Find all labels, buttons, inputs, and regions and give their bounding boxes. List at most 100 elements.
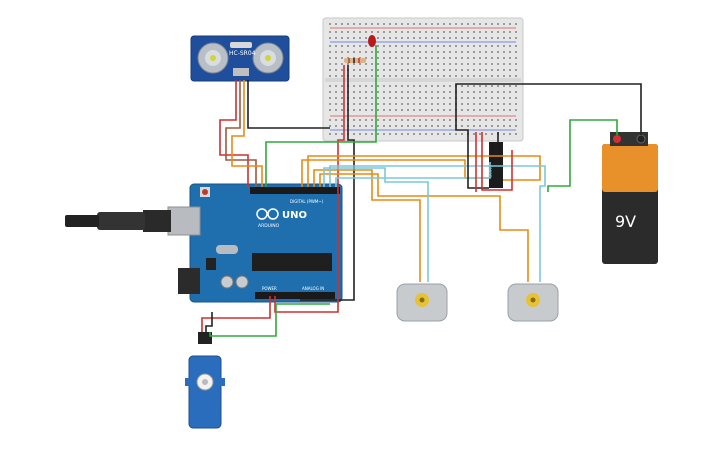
breadboard-hole (335, 103, 337, 105)
servo-motor[interactable] (185, 332, 225, 429)
breadboard-hole (497, 51, 499, 53)
breadboard-hole (329, 91, 331, 93)
breadboard-hole (383, 103, 385, 105)
breadboard-hole (503, 109, 505, 111)
wire-battery-negative[interactable] (455, 83, 642, 189)
breadboard-hole (497, 109, 499, 111)
servo-horn-center (202, 379, 208, 385)
breadboard-hole (473, 85, 475, 87)
breadboard-hole (371, 51, 373, 53)
wire-led[interactable] (265, 45, 377, 187)
breadboard-hole (359, 37, 361, 39)
breadboard-hole (449, 31, 451, 33)
dc-motor-left[interactable] (396, 283, 448, 322)
breadboard-hole (485, 31, 487, 33)
breadboard-hole (497, 31, 499, 33)
breadboard-hole (491, 109, 493, 111)
breadboard-hole (365, 63, 367, 65)
led[interactable] (368, 35, 376, 47)
breadboard-hole (497, 125, 499, 127)
breadboard-hole (455, 45, 457, 47)
usb-cable[interactable] (65, 210, 171, 232)
breadboard-hole (359, 63, 361, 65)
breadboard-hole (461, 57, 463, 59)
breadboard-hole (485, 37, 487, 39)
breadboard-hole (347, 63, 349, 65)
breadboard-hole (395, 57, 397, 59)
breadboard-hole (491, 45, 493, 47)
breadboard-hole (491, 69, 493, 71)
breadboard-hole (419, 91, 421, 93)
wire-driver-en[interactable] (335, 162, 491, 187)
wire-servo-power[interactable] (201, 296, 271, 332)
breadboard-hole (413, 69, 415, 71)
wire-sensor-trig[interactable] (225, 80, 257, 187)
breadboard-hole (497, 37, 499, 39)
breadboard-hole (485, 23, 487, 25)
breadboard-hole (329, 85, 331, 87)
battery-9v[interactable]: 9V (602, 132, 658, 264)
breadboard-hole (473, 75, 475, 77)
breadboard[interactable] (322, 17, 524, 142)
wire-motor-right-b[interactable] (329, 165, 546, 282)
wire-motor-left-b[interactable] (323, 167, 429, 282)
breadboard-hole (509, 69, 511, 71)
breadboard-hole (455, 133, 457, 135)
breadboard-hole (491, 103, 493, 105)
breadboard-hole (377, 31, 379, 33)
breadboard-hole (473, 51, 475, 53)
breadboard-hole (425, 51, 427, 53)
breadboard-hole (425, 75, 427, 77)
wire-sensor-gnd[interactable] (247, 80, 330, 129)
breadboard-hole (413, 97, 415, 99)
wire-motor-left-a[interactable] (313, 169, 421, 282)
breadboard-hole (413, 119, 415, 121)
breadboard-hole (377, 23, 379, 25)
breadboard-hole (467, 85, 469, 87)
resistor[interactable] (344, 58, 366, 63)
breadboard-hole (425, 125, 427, 127)
breadboard-hole (485, 97, 487, 99)
breadboard-hole (407, 125, 409, 127)
wire-battery-positive[interactable] (547, 119, 618, 192)
breadboard-hole (335, 109, 337, 111)
dc-motor-right[interactable] (507, 283, 559, 322)
digital-pin-label: DIGITAL (PWM~) (290, 199, 324, 204)
ultrasonic-sensor[interactable]: HC-SR04 (190, 35, 290, 82)
breadboard-hole (467, 103, 469, 105)
breadboard-hole (503, 63, 505, 65)
driver-chip (489, 142, 503, 188)
arduino-uno[interactable]: UNO ARDUINO DIGITAL (PWM~) POWER ANALOG … (167, 183, 343, 303)
wire-bb-gnd[interactable] (300, 65, 355, 301)
breadboard-hole (515, 69, 517, 71)
breadboard-hole (365, 45, 367, 47)
breadboard-hole (497, 91, 499, 93)
breadboard-hole (479, 23, 481, 25)
breadboard-hole (461, 45, 463, 47)
breadboard-hole (353, 119, 355, 121)
breadboard-hole (461, 37, 463, 39)
breadboard-hole (329, 63, 331, 65)
wire-driver-vcc[interactable] (481, 132, 513, 191)
breadboard-hole (383, 91, 385, 93)
breadboard-hole (377, 119, 379, 121)
breadboard-hole (443, 63, 445, 65)
breadboard-hole (455, 69, 457, 71)
breadboard-hole (407, 51, 409, 53)
power-pin-label: POWER (262, 286, 277, 291)
breadboard-hole (515, 51, 517, 53)
arduino-logo-loop (267, 208, 279, 220)
wire-driver-in2[interactable] (307, 155, 541, 187)
breadboard-hole (503, 31, 505, 33)
breadboard-hole (395, 97, 397, 99)
breadboard-hole (479, 133, 481, 135)
breadboard-hole (395, 103, 397, 105)
wire-servo-gnd[interactable] (205, 312, 213, 332)
wire-servo-signal[interactable] (209, 303, 330, 337)
breadboard-hole (383, 51, 385, 53)
wire-bb-5v[interactable] (274, 65, 345, 313)
breadboard-hole (461, 109, 463, 111)
breadboard-hole (509, 63, 511, 65)
wire-sensor-echo[interactable] (231, 80, 263, 187)
